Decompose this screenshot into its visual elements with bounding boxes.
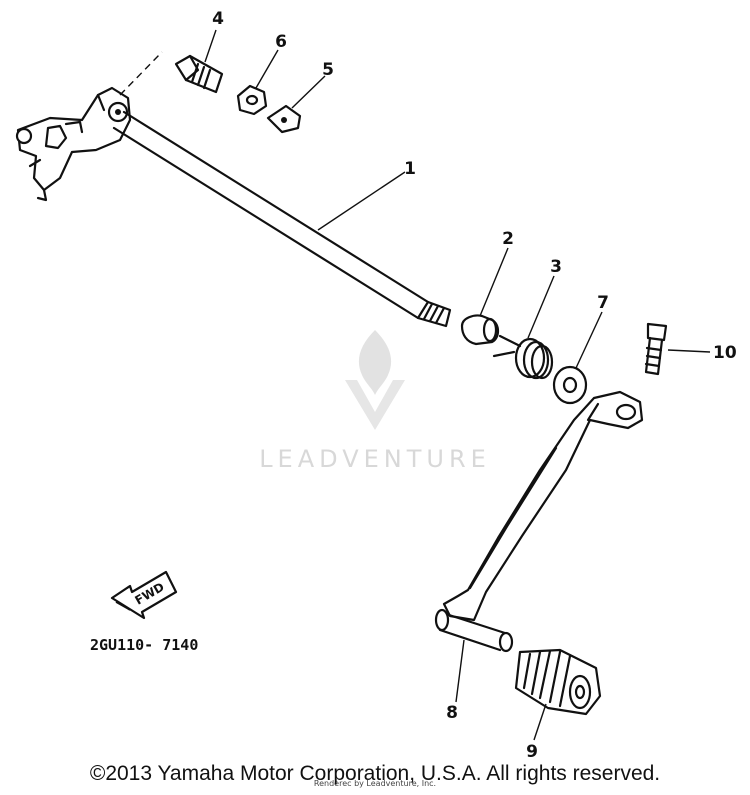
callout-2: 2 bbox=[502, 229, 514, 249]
part-1-shift-shaft bbox=[112, 110, 452, 328]
callout-4: 4 bbox=[212, 9, 224, 29]
part-code: 2GU110- 7140 bbox=[90, 636, 198, 654]
callout-10: 10 bbox=[713, 343, 737, 363]
part-3-torsion-spring bbox=[492, 334, 554, 380]
watermark: LEADVENTURE bbox=[259, 330, 491, 473]
fwd-arrow-icon bbox=[110, 570, 178, 620]
assembly-leader-dashed bbox=[119, 51, 163, 96]
callout-9: 9 bbox=[526, 742, 538, 762]
part-7-washer bbox=[552, 365, 588, 405]
callout-1: 1 bbox=[404, 159, 416, 179]
callout-5: 5 bbox=[322, 60, 334, 80]
shift-pedal-lever bbox=[442, 390, 644, 622]
callout-3: 3 bbox=[550, 257, 562, 277]
callout-labels: 4 6 5 1 2 3 7 10 8 9 bbox=[212, 9, 737, 762]
part-9-pedal-rubber bbox=[514, 648, 602, 716]
part-4-bolt bbox=[174, 54, 224, 94]
watermark-v-icon bbox=[345, 380, 405, 430]
leader-lines bbox=[204, 29, 711, 741]
callout-7: 7 bbox=[597, 293, 609, 313]
part-6-nut bbox=[236, 84, 268, 116]
watermark-brand-text: LEADVENTURE bbox=[259, 445, 491, 473]
callout-8: 8 bbox=[446, 703, 458, 723]
shift-arm-assembly bbox=[15, 86, 132, 202]
part-8-pedal-shaft bbox=[434, 608, 514, 653]
copyright-notice: ©2013 Yamaha Motor Corporation, U.S.A. A… bbox=[89, 762, 661, 785]
watermark-flame-icon bbox=[358, 330, 392, 395]
part-2-collar bbox=[460, 314, 500, 346]
part-5-lock-washer bbox=[266, 104, 302, 134]
callout-6: 6 bbox=[275, 32, 287, 52]
part-10-bolt bbox=[644, 322, 668, 376]
watermark-credit: Renderec by Leadventure, Inc. bbox=[314, 779, 436, 788]
forward-arrow: FWD bbox=[110, 570, 178, 620]
